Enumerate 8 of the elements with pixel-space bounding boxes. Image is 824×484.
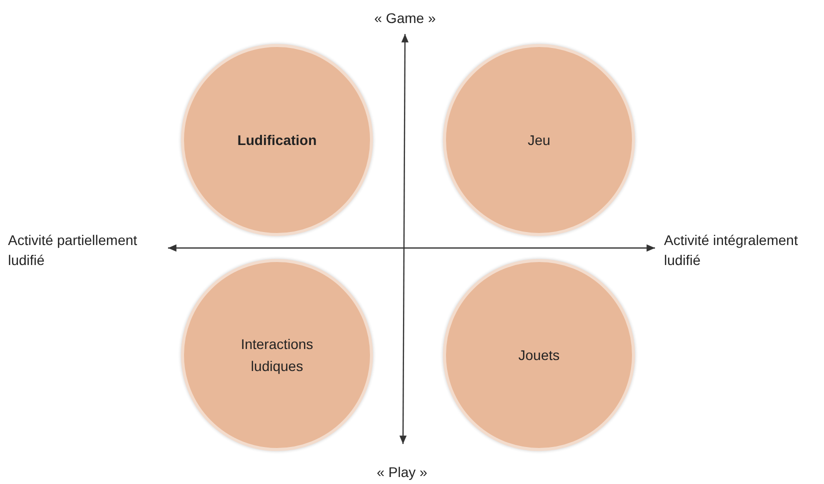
circle-label: Jouets <box>518 346 560 365</box>
axis-label: « Play » <box>376 463 428 482</box>
circle-label: Jeu <box>528 131 550 150</box>
circle-label: Ludification <box>237 131 317 150</box>
axis-label: « Game » <box>373 9 437 28</box>
axis-label: Activité intégralement ludifié <box>664 231 799 270</box>
axis-label: Activité partiellement ludifié <box>8 231 138 270</box>
circle-label: Interactions ludiques <box>240 335 314 376</box>
